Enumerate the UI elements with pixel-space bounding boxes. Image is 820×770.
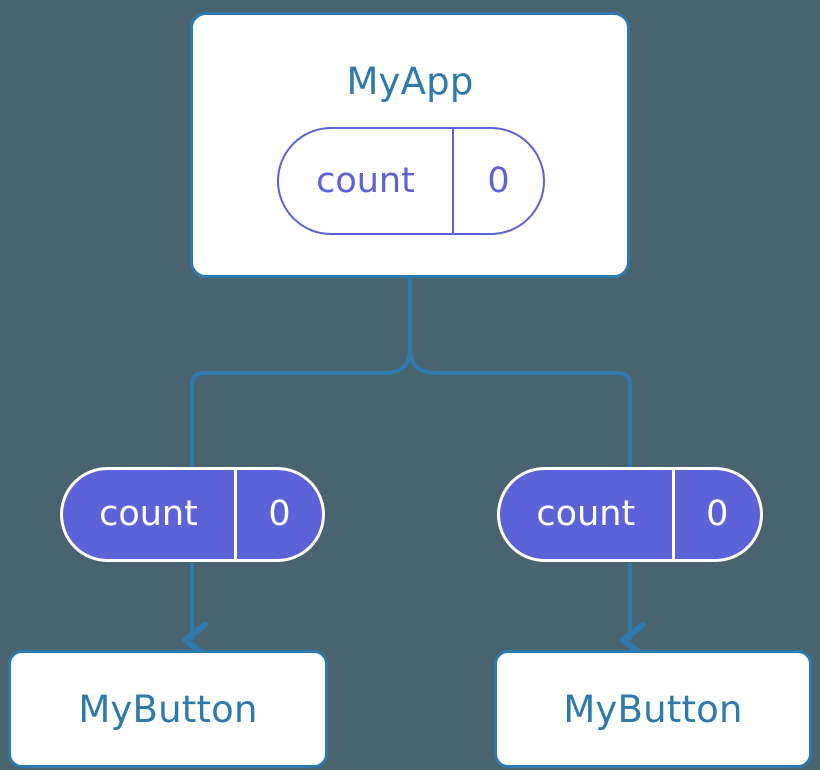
component-name-myapp: MyApp [346, 60, 474, 103]
state-key-label: count [279, 129, 454, 233]
connector-branch-right [408, 347, 632, 467]
state-key-label: count [500, 470, 675, 559]
state-value-label: 0 [487, 160, 510, 201]
state-value-label: 0 [268, 494, 291, 534]
state-pill-child-0[interactable]: count 0 [60, 467, 325, 562]
component-name-mybutton: MyButton [78, 687, 258, 731]
state-pill-myapp[interactable]: count 0 [277, 127, 545, 235]
connector-branch-left [190, 347, 412, 467]
state-value-label: 0 [706, 494, 729, 534]
component-name-mybutton: MyButton [563, 687, 743, 731]
state-pill-child-1[interactable]: count 0 [497, 467, 763, 562]
component-card-mybutton-0[interactable]: MyButton [8, 650, 328, 768]
component-card-mybutton-1[interactable]: MyButton [494, 650, 812, 768]
state-key-label: count [63, 470, 237, 559]
